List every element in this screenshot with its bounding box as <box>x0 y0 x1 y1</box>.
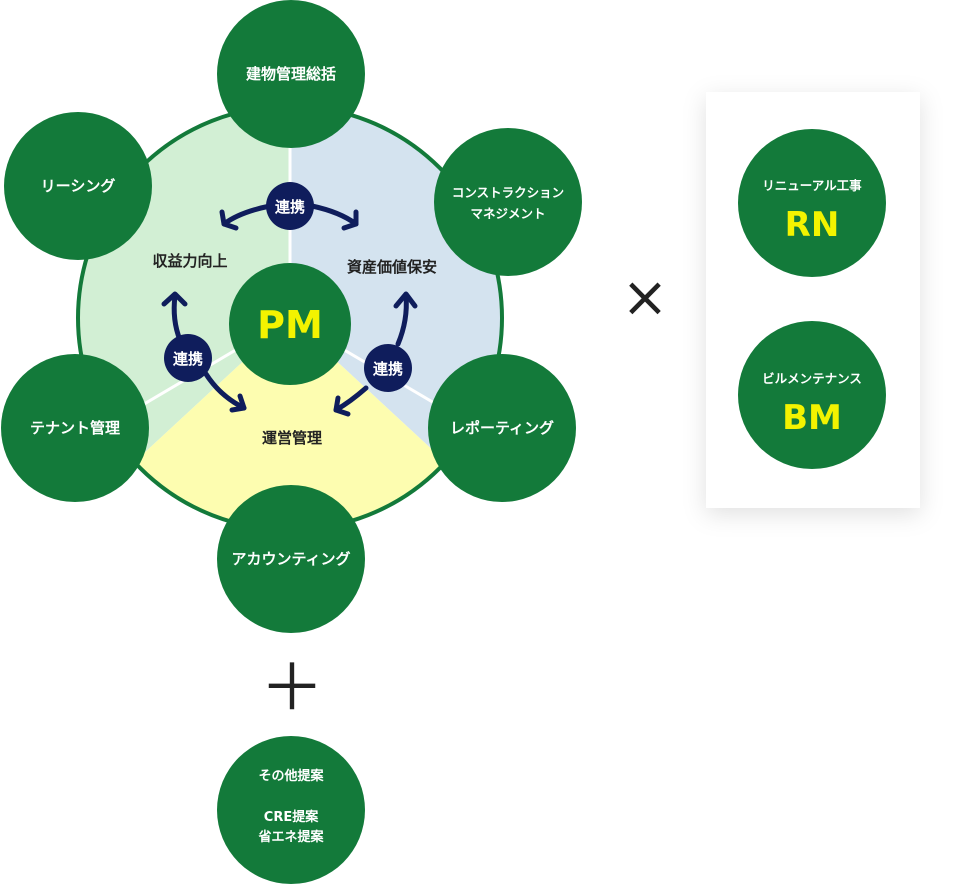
link-badge-left-label: 連携 <box>173 350 203 368</box>
center-pm-label: PM <box>257 303 323 347</box>
satellite-bottom-right-label: レポーティング <box>450 419 554 437</box>
satellite-bottom-left-label: テナント管理 <box>30 419 120 437</box>
satellite-bottom: アカウンティング <box>217 485 365 633</box>
satellite-top-right-line2: マネジメント <box>470 206 545 221</box>
satellite-top-right-line1: コンストラクション <box>452 185 564 200</box>
satellite-top: 建物管理総括 <box>217 0 365 148</box>
center-pm: PM <box>229 263 351 385</box>
satellite-bottom-label: アカウンティング <box>231 550 350 568</box>
side-panel-item-rn: リニューアル工事 RN <box>738 129 886 277</box>
other-proposals-line1: その他提案 <box>258 768 324 784</box>
times-icon: × <box>622 265 669 330</box>
satellite-top-right: コンストラクション マネジメント <box>434 128 582 276</box>
side-panel-item-bm-label: ビルメンテナンス <box>762 371 862 386</box>
satellite-top-label: 建物管理総括 <box>246 65 336 83</box>
plus-icon: ＋ <box>260 652 324 726</box>
region-label-right: 資産価値保安 <box>347 258 437 276</box>
region-bottom-fill <box>115 318 465 530</box>
other-proposals: その他提案 CRE提案 省エネ提案 <box>217 736 365 884</box>
satellite-bottom-right: レポーティング <box>428 354 576 502</box>
side-panel-item-bm-abbr: BM <box>782 398 842 438</box>
side-panel: リニューアル工事 RN ビルメンテナンス BM <box>706 92 920 508</box>
region-label-left: 収益力向上 <box>152 252 227 270</box>
satellite-bottom-left: テナント管理 <box>1 354 149 502</box>
link-badge-right: 連携 <box>364 344 412 392</box>
region-label-bottom: 運営管理 <box>262 429 322 447</box>
satellite-top-left-label: リーシング <box>41 177 116 195</box>
link-badge-top: 連携 <box>266 182 314 230</box>
arrow-right <box>333 291 418 417</box>
link-badge-top-label: 連携 <box>275 198 305 216</box>
other-proposals-line3: 省エネ提案 <box>257 829 324 845</box>
link-badge-right-label: 連携 <box>373 360 403 378</box>
satellite-top-left: リーシング <box>4 112 152 260</box>
other-proposals-line2: CRE提案 <box>264 809 319 825</box>
side-panel-item-rn-label: リニューアル工事 <box>762 178 862 193</box>
side-panel-item-rn-abbr: RN <box>785 205 840 245</box>
arrow-top <box>219 203 359 231</box>
side-panel-item-bm: ビルメンテナンス BM <box>738 321 886 469</box>
link-badge-left: 連携 <box>164 334 212 382</box>
